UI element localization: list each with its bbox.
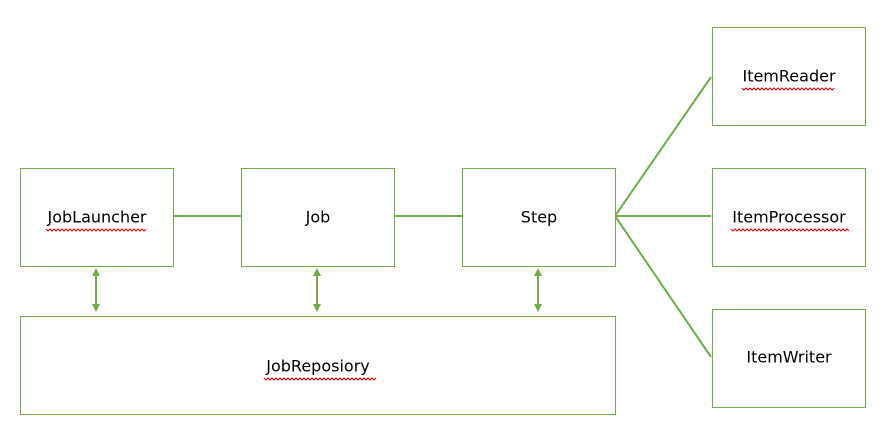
node-job: Job bbox=[241, 168, 395, 267]
connectors bbox=[92, 76, 712, 358]
edge-step-itemreader bbox=[614, 76, 712, 217]
node-label: ItemReader bbox=[742, 67, 835, 86]
node-item-processor: ItemProcessor bbox=[712, 168, 866, 267]
spellcheck-underline bbox=[741, 87, 835, 91]
node-item-writer: ItemWriter bbox=[712, 309, 866, 408]
node-label: JobReposiory bbox=[265, 357, 369, 376]
spellcheck-underline bbox=[263, 377, 377, 381]
node-job-repository: JobReposiory bbox=[20, 316, 616, 415]
node-job-launcher: JobLauncher bbox=[20, 168, 174, 267]
node-label: Job bbox=[305, 208, 331, 227]
spellcheck-underline bbox=[45, 228, 147, 232]
node-label: JobLauncher bbox=[46, 208, 146, 227]
spellcheck-underline bbox=[730, 228, 850, 232]
edge-step-itemwriter bbox=[614, 215, 712, 358]
node-item-reader: ItemReader bbox=[712, 27, 866, 126]
node-label: ItemWriter bbox=[746, 348, 832, 367]
node-step: Step bbox=[462, 168, 616, 267]
node-label: ItemProcessor bbox=[732, 208, 846, 227]
node-label: Step bbox=[521, 208, 557, 227]
